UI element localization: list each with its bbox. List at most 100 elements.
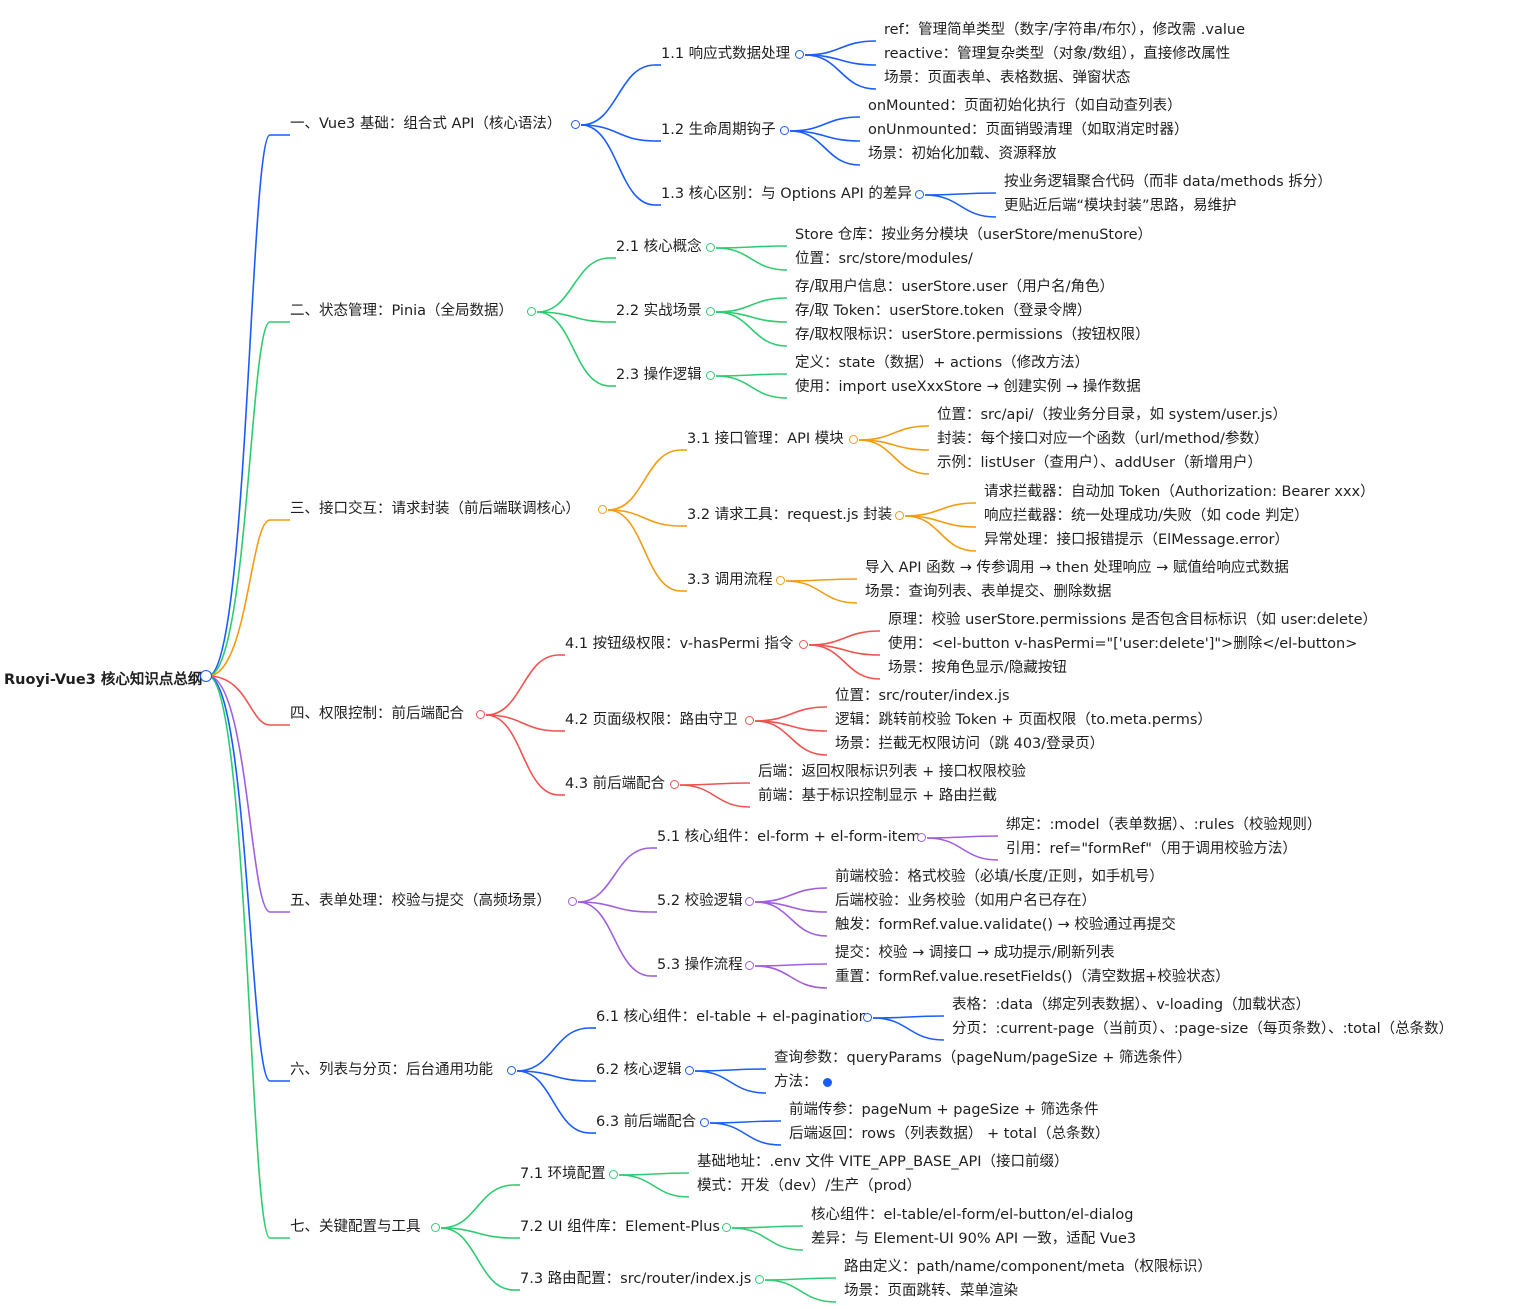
edge-sub-7-3-to-leaf-2 [764, 1279, 837, 1303]
sub-node-4-1-dot[interactable] [799, 640, 808, 649]
sub-node-5-2-label: 5.2 校验逻辑 [657, 893, 743, 909]
branch-6-dot[interactable] [507, 1066, 516, 1075]
leaf-4-1-3-label: 场景：按角色显示/隐藏按钮 [888, 660, 1067, 676]
leaf-5-3-1-label: 提交：校验 → 调接口 → 成功提示/刷新列表 [835, 945, 1115, 961]
method-marker-icon[interactable] [823, 1078, 832, 1087]
edge-branch-7-to-sub-2 [440, 1227, 515, 1239]
edge-sub-1-2-to-leaf-3 [789, 130, 861, 166]
sub-node-1-3-dot[interactable] [915, 190, 924, 199]
sub-node-7-1-label: 7.1 环境配置 [520, 1166, 606, 1182]
sub-node-6-3-dot[interactable] [700, 1118, 709, 1127]
sub-node-1-1-dot[interactable] [795, 50, 804, 59]
leaf-2-2-1-label: 存/取用户信息：userStore.user（用户名/角色） [795, 279, 1114, 295]
sub-node-2-1-dot[interactable] [706, 243, 715, 252]
edge-root-to-branch-5 [207, 675, 290, 913]
leaf-4-3-2-label: 前端：基于标识控制显示 + 路由拦截 [758, 788, 997, 804]
edge-branch-7-to-sub-3 [440, 1227, 515, 1291]
edge-sub-2-1-to-leaf-2 [715, 247, 788, 271]
sub-node-3-1-dot[interactable] [849, 435, 858, 444]
branch-2-label: 二、状态管理：Pinia（全局数据） [290, 303, 514, 319]
branch-1-dot[interactable] [571, 120, 580, 129]
leaf-7-2-2-label: 差异：与 Element-UI 90% API 一致，适配 Vue3 [811, 1231, 1137, 1247]
leaf-7-1-1-label: 基础地址：.env 文件 VITE_APP_BASE_API（接口前缀） [697, 1154, 1069, 1170]
edge-sub-2-3-to-leaf-1 [715, 373, 788, 377]
edge-branch-7-to-sub-1 [440, 1184, 515, 1229]
root-node-dot[interactable] [199, 669, 212, 682]
sub-node-4-3-dot[interactable] [670, 780, 679, 789]
edge-branch-2-to-sub-1 [536, 257, 611, 313]
sub-node-7-2-label: 7.2 UI 组件库：Element-Plus [520, 1219, 720, 1235]
edge-branch-5-to-sub-3 [577, 901, 652, 977]
edge-sub-1-3-to-leaf-2 [924, 194, 997, 218]
sub-node-6-2-label: 6.2 核心逻辑 [596, 1062, 682, 1078]
edge-sub-2-1-to-leaf-1 [715, 245, 788, 249]
leaf-3-1-1-label: 位置：src/api/（按业务分目录，如 system/user.js） [937, 407, 1287, 423]
sub-node-6-3-label: 6.3 前后端配合 [596, 1114, 697, 1130]
leaf-6-2-1-label: 查询参数：queryParams（pageNum/pageSize + 筛选条件… [774, 1050, 1192, 1066]
sub-node-4-3-label: 4.3 前后端配合 [565, 776, 666, 792]
leaf-3-2-2-label: 响应拦截器：统一处理成功/失败（如 code 判定） [984, 508, 1309, 524]
edge-branch-5-to-sub-2 [577, 901, 652, 913]
leaf-3-3-2-label: 场景：查询列表、表单提交、删除数据 [865, 584, 1112, 600]
sub-node-5-1-label: 5.1 核心组件：el-form + el-form-item [657, 829, 921, 845]
sub-node-1-2-dot[interactable] [780, 126, 789, 135]
sub-node-4-2-dot[interactable] [745, 716, 754, 725]
sub-node-7-2-dot[interactable] [722, 1223, 731, 1232]
branch-6-label: 六、列表与分页：后台通用功能 [290, 1062, 493, 1078]
branch-2-dot[interactable] [527, 307, 536, 316]
edge-sub-7-2-to-leaf-1 [731, 1225, 804, 1229]
leaf-7-3-2-label: 场景：页面跳转、菜单渲染 [844, 1283, 1018, 1299]
sub-node-3-2-dot[interactable] [895, 511, 904, 520]
sub-node-5-2-dot[interactable] [745, 897, 754, 906]
leaf-3-1-2-label: 封装：每个接口对应一个函数（url/method/参数） [937, 431, 1269, 447]
edge-sub-6-1-to-leaf-1 [872, 1015, 945, 1019]
leaf-4-2-3-label: 场景：拦截无权限访问（跳 403/登录页） [835, 736, 1105, 752]
edge-branch-2-to-sub-2 [536, 311, 611, 323]
edge-sub-6-2-to-leaf-1 [694, 1068, 767, 1072]
leaf-2-3-2-label: 使用：import useXxxStore → 创建实例 → 操作数据 [795, 379, 1141, 395]
branch-3-label: 三、接口交互：请求封装（前后端联调核心） [290, 501, 580, 517]
sub-node-5-1-dot[interactable] [917, 833, 926, 842]
edge-sub-2-2-to-leaf-3 [715, 311, 788, 347]
sub-node-7-3-dot[interactable] [755, 1275, 764, 1284]
branch-4-dot[interactable] [476, 710, 485, 719]
leaf-1-3-1-label: 按业务逻辑聚合代码（而非 data/methods 拆分） [1004, 174, 1332, 190]
edge-branch-3-to-sub-3 [607, 509, 682, 592]
edge-sub-5-1-to-leaf-2 [926, 837, 999, 861]
branch-7-dot[interactable] [431, 1223, 440, 1232]
edge-sub-3-3-to-leaf-2 [785, 580, 858, 604]
leaf-1-1-1-label: ref：管理简单类型（数字/字符串/布尔），修改需 .value [884, 22, 1246, 38]
sub-node-1-2-label: 1.2 生命周期钩子 [661, 122, 776, 138]
sub-node-7-1-dot[interactable] [609, 1170, 618, 1179]
branch-3-dot[interactable] [598, 505, 607, 514]
sub-node-3-3-label: 3.3 调用流程 [687, 572, 773, 588]
leaf-5-3-2-label: 重置：formRef.value.resetFields()（清空数据+校验状态… [835, 969, 1230, 985]
sub-node-6-2-dot[interactable] [685, 1066, 694, 1075]
sub-node-2-3-dot[interactable] [706, 371, 715, 380]
edge-branch-2-to-sub-3 [536, 311, 611, 387]
sub-node-5-3-label: 5.3 操作流程 [657, 957, 743, 973]
leaf-2-2-3-label: 存/取权限标识：userStore.permissions（按钮权限） [795, 327, 1150, 343]
edge-sub-5-2-to-leaf-3 [754, 901, 828, 937]
leaf-1-2-1-label: onMounted：页面初始化执行（如自动查列表） [868, 98, 1182, 114]
edge-sub-5-2-to-leaf-1 [754, 887, 828, 903]
sub-node-3-3-dot[interactable] [776, 576, 785, 585]
sub-node-2-2-dot[interactable] [706, 307, 715, 316]
branch-5-dot[interactable] [568, 897, 577, 906]
leaf-3-2-1-label: 请求拦截器：自动加 Token（Authorization: Bearer xx… [984, 484, 1375, 500]
leaf-3-3-1-label: 导入 API 函数 → 传参调用 → then 处理响应 → 赋值给响应式数据 [865, 560, 1289, 576]
root-node-label: Ruoyi-Vue3 核心知识点总纲 [4, 672, 203, 688]
sub-node-2-3-label: 2.3 操作逻辑 [616, 367, 702, 383]
edge-sub-4-1-to-leaf-3 [808, 644, 881, 680]
sub-node-5-3-dot[interactable] [745, 961, 754, 970]
leaf-2-1-2-label: 位置：src/store/modules/ [795, 251, 973, 267]
leaf-5-2-3-label: 触发：formRef.value.validate() → 校验通过再提交 [835, 917, 1176, 933]
leaf-1-1-3-label: 场景：页面表单、表格数据、弹窗状态 [884, 70, 1131, 86]
leaf-2-3-1-label: 定义：state（数据）+ actions（修改方法） [795, 355, 1090, 371]
sub-node-6-1-dot[interactable] [863, 1013, 872, 1022]
edge-sub-7-3-to-leaf-1 [764, 1277, 837, 1281]
leaf-5-1-1-label: 绑定：:model（表单数据）、:rules（校验规则） [1006, 817, 1322, 833]
edge-sub-4-2-to-leaf-1 [754, 706, 828, 722]
